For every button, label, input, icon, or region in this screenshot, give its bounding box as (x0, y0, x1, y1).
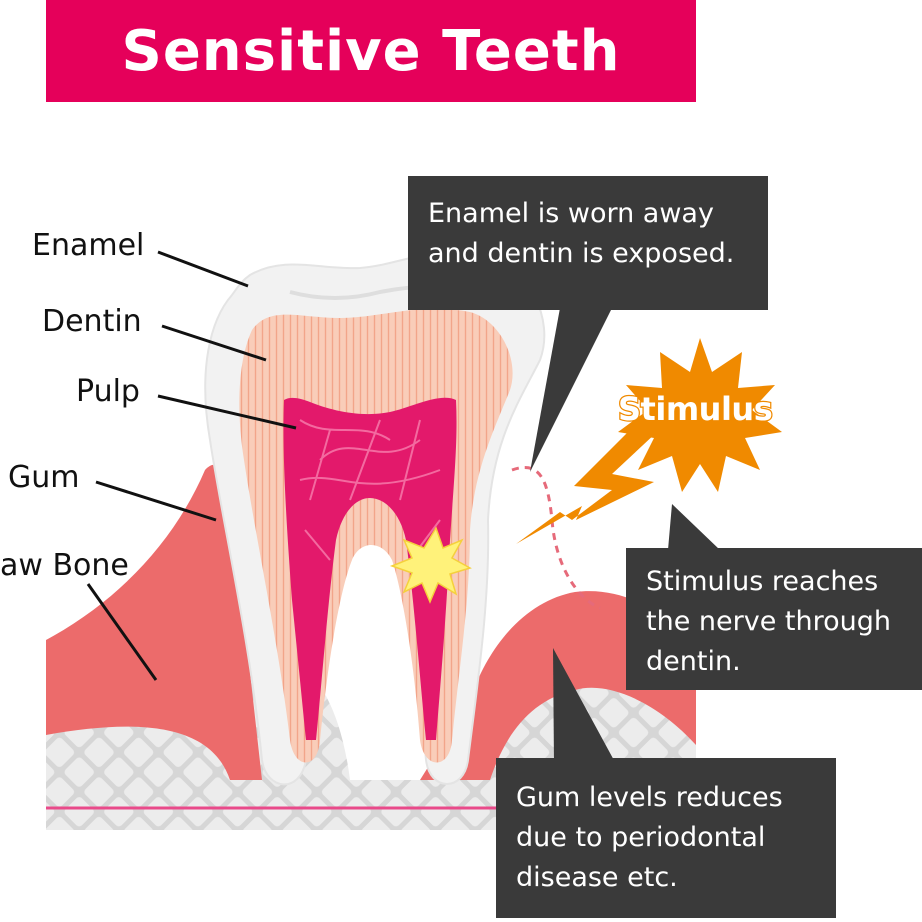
gum (46, 464, 262, 780)
callout-pointer (530, 308, 612, 472)
original-gum-line (511, 466, 601, 610)
stimulus-burst-icon (618, 338, 782, 492)
label-pulp: Pulp (76, 374, 140, 409)
callout-stimulus-reaches: Stimulus reaches the nerve through denti… (626, 548, 922, 690)
callout-pointer (668, 504, 720, 550)
lightning-arrow-icon (516, 414, 672, 544)
callout-enamel-worn: Enamel is worn away and dentin is expose… (408, 176, 768, 310)
stimulus-label: Stimulus (617, 389, 774, 430)
title-banner: Sensitive Teeth (46, 0, 696, 102)
callout-gum-levels: Gum levels reduces due to periodontal di… (496, 758, 836, 918)
label-dentin: Dentin (42, 304, 142, 339)
pulp (283, 397, 457, 740)
label-gum: Gum (8, 460, 80, 495)
pain-burst-icon (389, 526, 472, 604)
page-title: Sensitive Teeth (121, 18, 621, 84)
label-enamel: Enamel (32, 228, 145, 263)
label-jaw-bone: aw Bone (0, 548, 129, 583)
callout-pointer (553, 648, 616, 764)
